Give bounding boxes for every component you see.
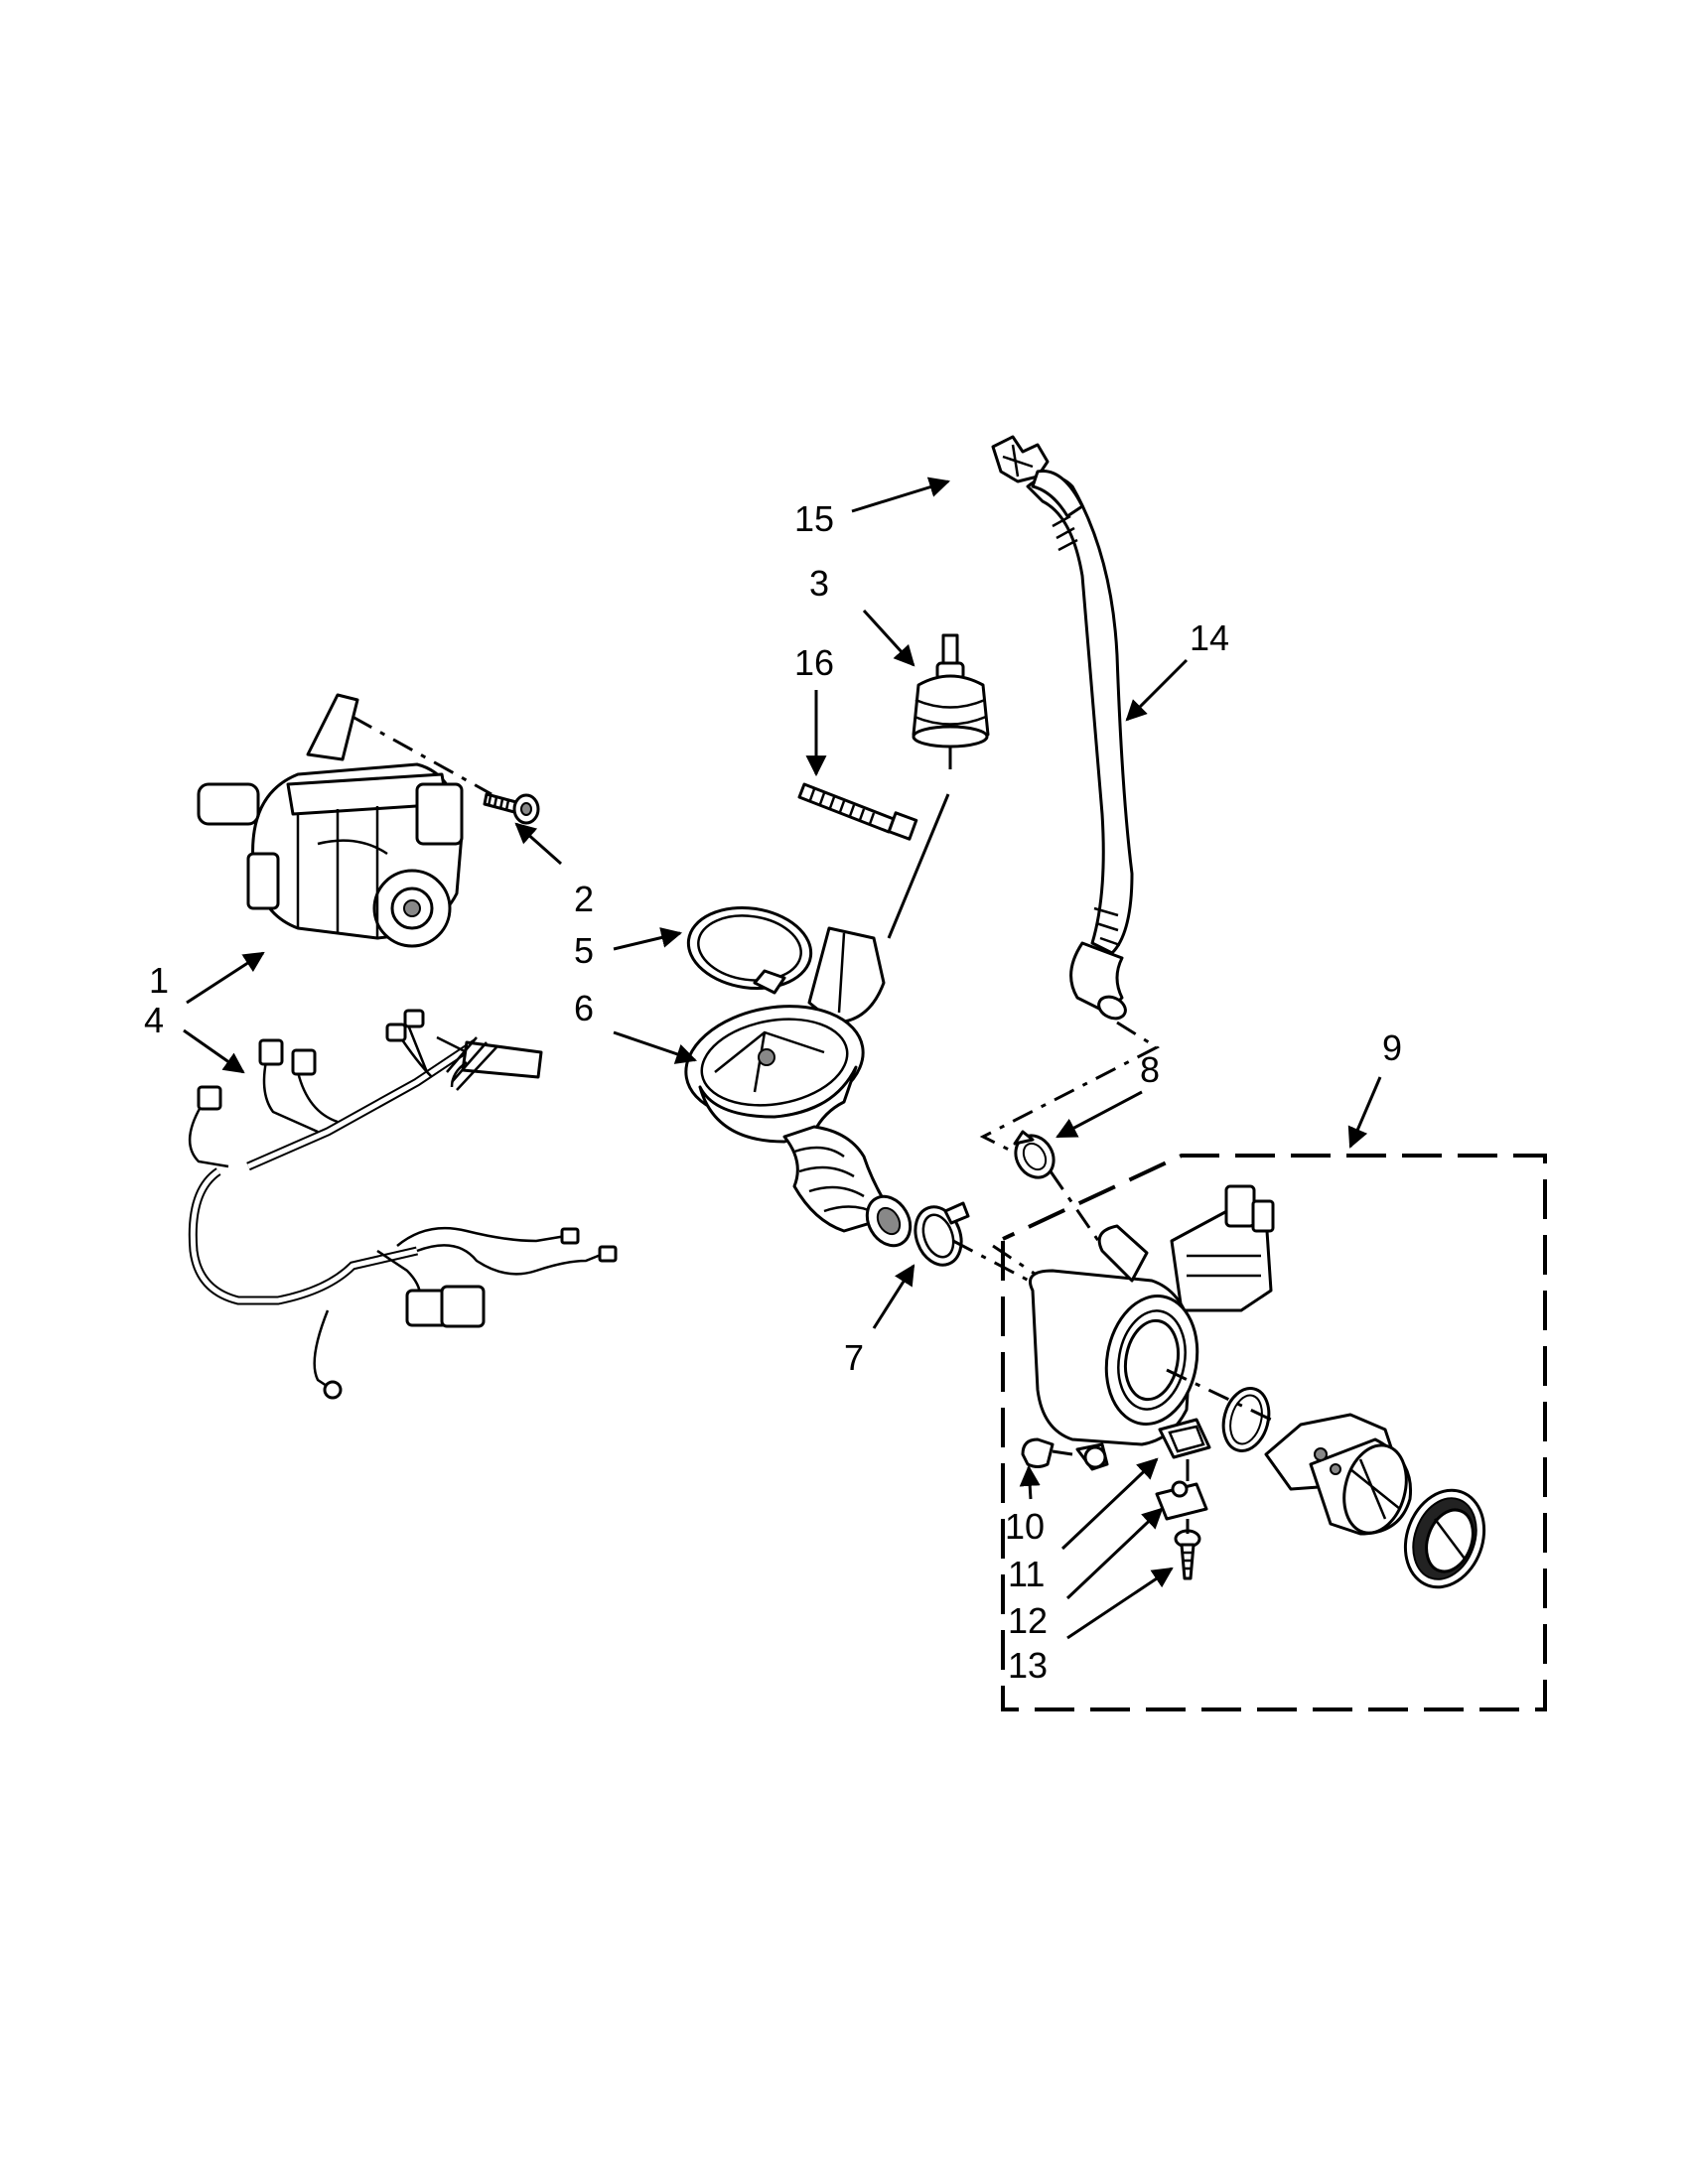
callout-14: 14 xyxy=(1190,617,1229,658)
screw-part xyxy=(352,715,540,825)
callout-5: 5 xyxy=(574,930,594,971)
callout-13: 13 xyxy=(1008,1645,1048,1686)
filter-cap-part xyxy=(1403,1488,1486,1589)
pump-assembly-box xyxy=(1001,1154,1547,1711)
leader-lines xyxy=(183,477,1382,1640)
motor-part xyxy=(197,693,464,948)
clip-part xyxy=(1021,1437,1073,1468)
small-clamp-part xyxy=(1013,1130,1055,1179)
wire-harness-part xyxy=(188,1009,618,1400)
pump-connection-line xyxy=(952,1239,1034,1285)
callout-2: 2 xyxy=(574,879,594,919)
callout-6: 6 xyxy=(574,988,594,1028)
o-ring-part xyxy=(1221,1387,1271,1452)
callout-16: 16 xyxy=(794,642,834,683)
drain-pump-part xyxy=(992,1170,1275,1471)
drain-hose-part xyxy=(979,475,1161,1159)
filter-housing-part xyxy=(1264,1413,1413,1536)
hose-clip-part xyxy=(991,435,1084,518)
callout-11: 11 xyxy=(1008,1554,1045,1594)
hose-clamp-part xyxy=(686,905,813,995)
callout-10: 10 xyxy=(1005,1506,1045,1547)
callout-numbers: 1 2 3 4 5 6 7 8 9 10 11 12 13 14 15 16 xyxy=(144,498,1402,1686)
bracket-part xyxy=(1155,1459,1208,1521)
callout-15: 15 xyxy=(794,498,834,539)
tub-hose-part xyxy=(684,926,913,1248)
pressure-dome-part xyxy=(887,633,990,939)
callout-9: 9 xyxy=(1382,1027,1402,1068)
callout-4: 4 xyxy=(144,1000,164,1040)
callout-3: 3 xyxy=(809,563,829,604)
clamp-part xyxy=(914,1201,970,1267)
callout-7: 7 xyxy=(844,1337,864,1378)
callout-1: 1 xyxy=(149,960,169,1001)
callout-12: 12 xyxy=(1008,1600,1048,1641)
small-screw-part xyxy=(1174,1519,1201,1580)
callout-8: 8 xyxy=(1140,1049,1160,1090)
gasket-part xyxy=(1158,1418,1211,1459)
filter-connection-line xyxy=(1166,1368,1272,1422)
cable-tie-part xyxy=(797,782,918,841)
